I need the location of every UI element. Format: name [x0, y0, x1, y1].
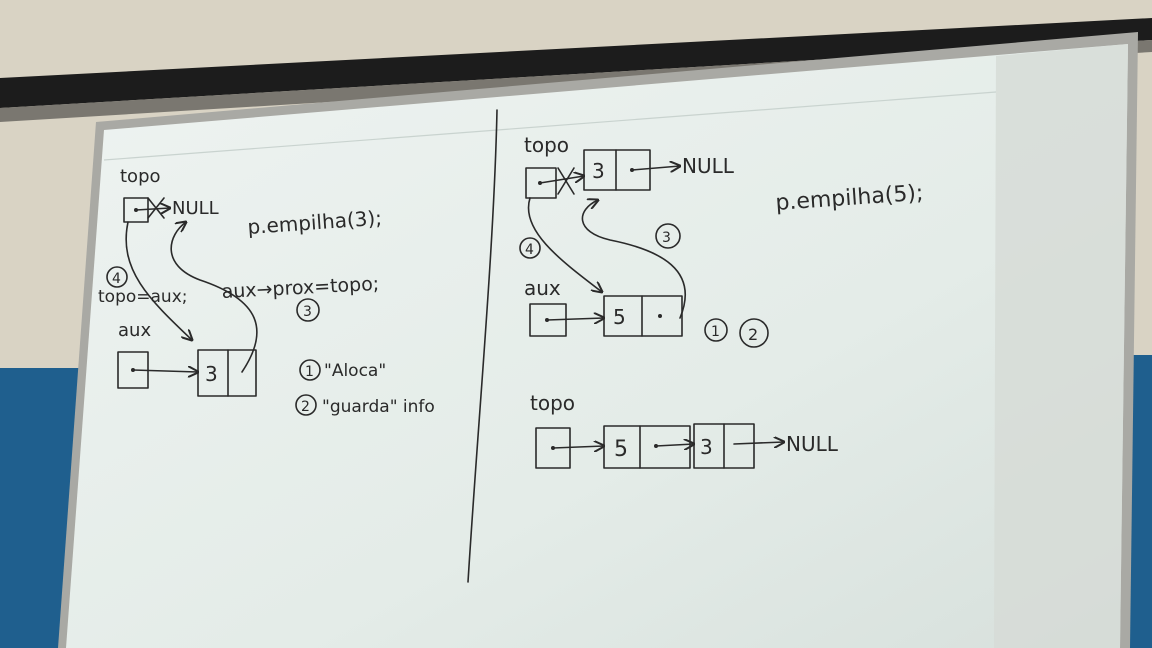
right-final-node1-arrow [655, 444, 694, 446]
right-topo-box [525, 167, 557, 199]
right-final-null-arrow [733, 442, 784, 444]
left-node-box [197, 349, 257, 397]
right-aux-arrow [546, 318, 604, 320]
right-new-node-value: 5 [613, 305, 626, 329]
right-top-node-value: 3 [592, 159, 605, 183]
right-step2-num: 2 [748, 325, 758, 344]
left-step3-num: 3 [303, 304, 312, 320]
right-step3-circle [655, 223, 681, 249]
left-step2-circle [295, 394, 317, 416]
right-curve-topo-to-aux [527, 197, 602, 292]
right-step2-circle [739, 318, 769, 348]
left-aux-arrow [132, 370, 198, 372]
left-topo-strike-2 [147, 197, 165, 219]
left-curve-topo-to-node [125, 221, 192, 340]
right-new-node-dot [658, 314, 662, 318]
left-topo-label: topo [120, 166, 161, 187]
right-final-topo-label: topo [530, 391, 575, 415]
right-step1-circle [704, 318, 728, 342]
left-null-label: NULL [172, 198, 219, 219]
left-step2-text: "guarda" info [322, 397, 435, 417]
left-node-value: 3 [205, 362, 218, 386]
projector-screen-housing [0, 18, 1152, 108]
left-aux-label: aux [118, 320, 151, 341]
left-step4-code: topo=aux; [98, 287, 187, 307]
right-topo-label: topo [524, 133, 569, 157]
right-null-arrow [631, 166, 680, 170]
left-step4-circle [106, 266, 128, 288]
left-step4-num: 4 [112, 271, 121, 287]
right-topo-strike-2 [557, 167, 575, 195]
left-step1-num: 1 [305, 364, 314, 380]
right-final-null-label: NULL [786, 432, 839, 456]
whiteboard-surface [66, 44, 1128, 648]
right-step4-num: 4 [525, 242, 534, 258]
right-final-node2-value: 3 [700, 435, 713, 459]
right-topo-arrow [539, 176, 584, 184]
left-step2-num: 2 [301, 399, 310, 415]
left-step1-text: "Aloca" [324, 361, 386, 381]
right-new-node-box [603, 295, 683, 337]
left-step1-circle [299, 359, 321, 381]
right-final-node1-value: 5 [614, 437, 628, 462]
right-top-node-box [583, 149, 651, 191]
whiteboard-right-shade [994, 44, 1128, 648]
right-aux-label: aux [524, 276, 561, 300]
right-step1-num: 1 [711, 324, 720, 340]
right-null-label: NULL [682, 154, 735, 178]
projected-window-line [103, 91, 997, 161]
left-curve-node-to-null [170, 222, 258, 373]
right-step4-circle [519, 237, 541, 259]
right-curve-new-to-old [581, 200, 686, 319]
divider-line [467, 109, 498, 583]
left-step3-circle [296, 298, 320, 322]
right-final-topo-arrow [552, 446, 604, 448]
right-step3-num: 3 [662, 230, 671, 246]
left-null-arrow [135, 208, 170, 210]
